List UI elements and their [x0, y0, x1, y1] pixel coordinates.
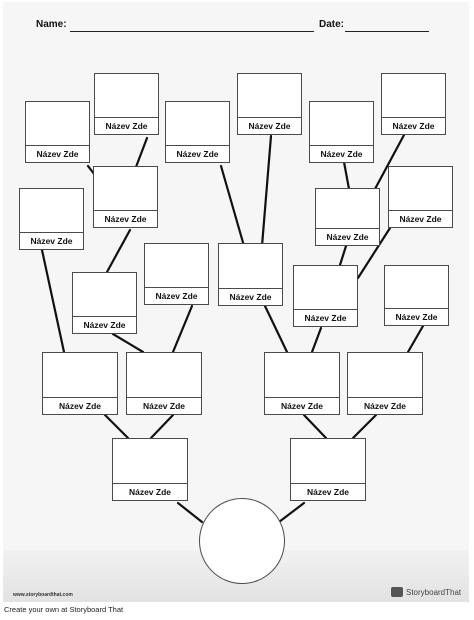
name-label: Name:	[36, 19, 67, 30]
date-field-line[interactable]	[345, 31, 429, 32]
box-caption: Název Zde	[26, 145, 89, 162]
family-member-box[interactable]: Název Zde	[388, 166, 453, 228]
family-member-box[interactable]: Název Zde	[218, 243, 283, 306]
branch-line	[351, 413, 378, 440]
box-caption: Název Zde	[238, 117, 301, 134]
branch-line	[356, 226, 392, 280]
family-member-box[interactable]: Název Zde	[94, 73, 159, 135]
date-label: Date:	[319, 19, 345, 30]
box-caption: Název Zde	[219, 288, 282, 305]
family-member-box[interactable]: Název Zde	[126, 352, 202, 415]
branch-line	[176, 501, 204, 524]
family-member-box[interactable]: Název Zde	[144, 243, 209, 305]
logo-text: StoryboardThat	[406, 587, 462, 597]
branch-line	[277, 501, 306, 524]
box-caption: Název Zde	[348, 397, 422, 414]
credit-text: Create your own at Storyboard That	[4, 605, 124, 614]
family-member-box[interactable]: Název Zde	[309, 101, 374, 163]
branch-line	[103, 413, 130, 440]
box-caption: Název Zde	[265, 397, 339, 414]
family-member-box[interactable]: Název Zde	[264, 352, 340, 415]
box-caption: Název Zde	[310, 145, 373, 162]
trunk-circle[interactable]	[199, 498, 285, 584]
family-member-box[interactable]: Název Zde	[112, 438, 188, 501]
family-member-box[interactable]: Název Zde	[72, 272, 137, 334]
family-member-box[interactable]: Název Zde	[165, 101, 230, 163]
box-caption: Název Zde	[127, 397, 201, 414]
branch-line	[149, 413, 175, 440]
branch-line	[338, 244, 348, 267]
branch-line	[310, 326, 323, 354]
branch-line	[105, 228, 132, 274]
box-caption: Název Zde	[291, 483, 365, 500]
family-member-box[interactable]: Název Zde	[381, 73, 446, 135]
family-member-box[interactable]: Název Zde	[315, 188, 380, 246]
branch-line	[302, 413, 328, 440]
box-caption: Název Zde	[20, 232, 83, 249]
family-member-box[interactable]: Název Zde	[237, 73, 302, 135]
family-member-box[interactable]: Název Zde	[293, 265, 358, 327]
branch-line	[373, 133, 406, 191]
worksheet: Name: Date:	[3, 2, 469, 602]
site-url: www.storyboardthat.com	[13, 592, 73, 598]
name-field-line[interactable]	[70, 31, 314, 32]
branch-line	[219, 164, 246, 248]
box-caption: Název Zde	[94, 210, 157, 227]
family-member-box[interactable]: Název Zde	[347, 352, 423, 415]
box-caption: Název Zde	[113, 483, 187, 500]
branch-line	[111, 332, 145, 354]
box-caption: Název Zde	[166, 145, 229, 162]
branch-line	[263, 304, 289, 354]
branch-line	[342, 160, 351, 191]
family-member-box[interactable]: Název Zde	[290, 438, 366, 501]
family-member-box[interactable]: Název Zde	[384, 265, 449, 326]
box-caption: Název Zde	[43, 397, 117, 414]
family-member-box[interactable]: Název Zde	[19, 188, 84, 250]
branch-line	[40, 248, 66, 354]
family-member-box[interactable]: Název Zde	[93, 166, 158, 228]
box-caption: Název Zde	[382, 117, 445, 134]
box-caption: Název Zde	[95, 117, 158, 134]
header-row: Name: Date:	[3, 2, 469, 42]
box-caption: Název Zde	[73, 316, 136, 333]
box-caption: Název Zde	[385, 308, 448, 325]
tree-branches	[40, 133, 425, 524]
branch-line	[134, 136, 149, 169]
storyboardthat-logo: StoryboardThat	[391, 587, 461, 597]
family-member-box[interactable]: Název Zde	[42, 352, 118, 415]
branch-line	[171, 304, 194, 354]
box-caption: Název Zde	[145, 287, 208, 304]
family-member-box[interactable]: Název Zde	[25, 101, 90, 163]
box-caption: Název Zde	[316, 228, 379, 245]
box-caption: Název Zde	[294, 309, 357, 326]
branch-line	[260, 134, 273, 248]
branch-line	[406, 324, 425, 354]
storyboard-logo-icon	[391, 587, 403, 597]
box-caption: Název Zde	[389, 210, 452, 227]
